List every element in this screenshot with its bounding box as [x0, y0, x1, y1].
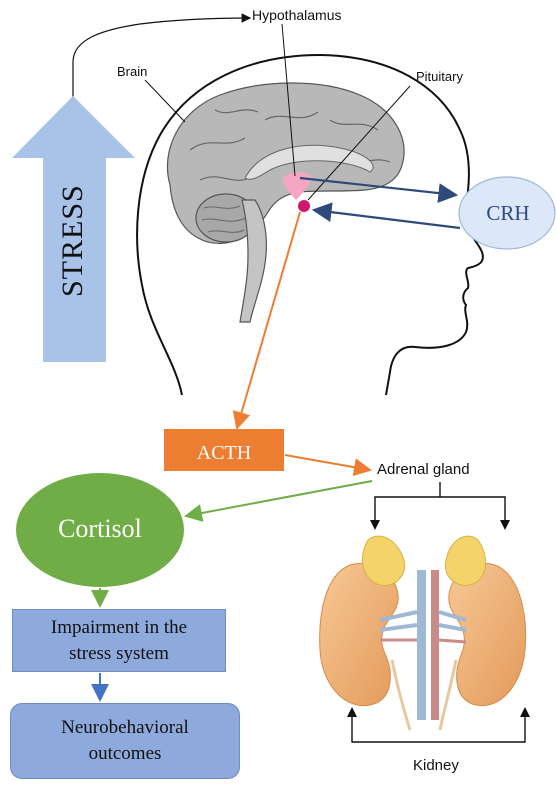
cortisol-label: Cortisol [18, 514, 182, 544]
pituitary-gland [298, 200, 310, 212]
acth-label: ACTH [164, 442, 284, 465]
adrenal-gland-label: Adrenal gland [377, 461, 470, 478]
neurobehavioral-box: Neurobehavioral outcomes [10, 703, 240, 779]
brain-pointer [145, 80, 185, 122]
neuro-line-2: outcomes [61, 741, 189, 767]
kidneys-illustration [320, 536, 526, 730]
kidney-label: Kidney [413, 757, 459, 774]
crh-in-arrow [314, 210, 460, 228]
crh-label: CRH [460, 201, 556, 226]
acth-to-adrenal-arrow [285, 455, 370, 470]
adrenal-bracket [375, 497, 505, 527]
impairment-line-1: Impairment in the [51, 615, 187, 641]
impairment-line-2: stress system [51, 641, 187, 667]
stress-label: STRESS [56, 207, 90, 297]
pituitary-label: Pituitary [416, 69, 463, 84]
hypothalamus-label: Hypothalamus [252, 7, 342, 23]
hypothalamus-connector [73, 18, 250, 100]
impairment-box: Impairment in the stress system [12, 609, 226, 672]
brain-label: Brain [117, 64, 147, 79]
neuro-line-1: Neurobehavioral [61, 715, 189, 741]
adrenal-to-cortisol-arrow [186, 481, 372, 516]
